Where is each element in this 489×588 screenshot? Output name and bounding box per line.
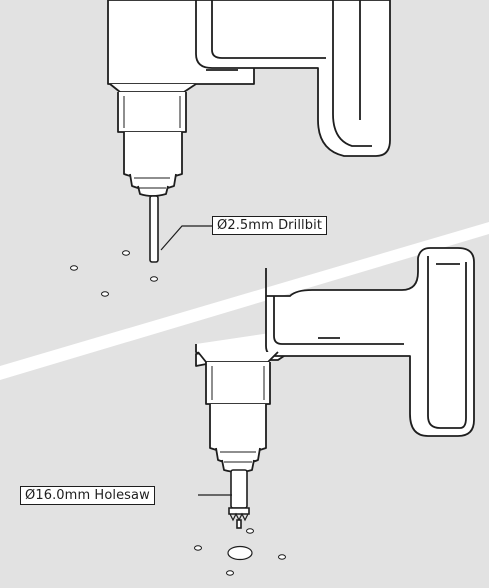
holesaw-bit	[228, 469, 250, 529]
hole-marks-top	[70, 250, 158, 297]
drillbit-label: Ø2.5mm Drillbit	[212, 216, 328, 235]
drill-bottom	[195, 247, 475, 473]
drillbit-top	[149, 195, 159, 263]
holesaw-label: Ø16.0mm Holesaw	[20, 486, 155, 505]
step-divider	[0, 222, 489, 380]
hole-marks-bottom	[194, 528, 286, 576]
drillbit-leader	[160, 225, 212, 251]
drill-top	[107, 0, 391, 197]
